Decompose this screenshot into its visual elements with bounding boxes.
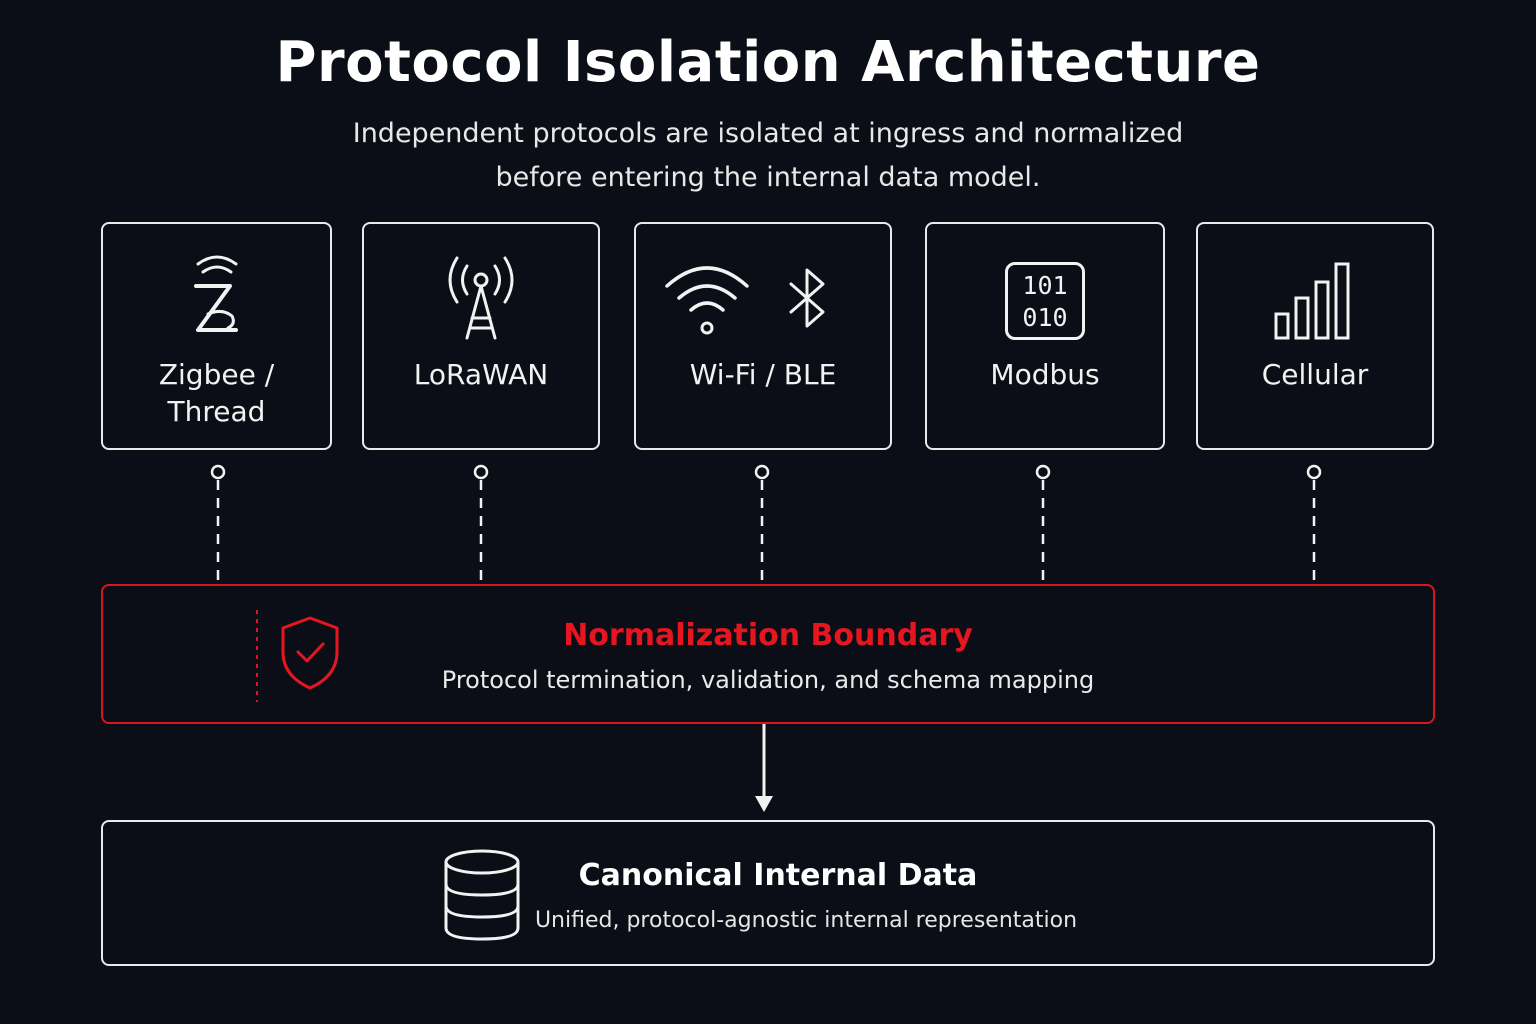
- page-subtitle: Independent protocols are isolated at in…: [0, 112, 1536, 200]
- protocol-card-wifi-ble: Wi-Fi / BLE: [634, 222, 892, 450]
- protocol-card-modbus: 101 010 Modbus: [925, 222, 1165, 450]
- protocol-label: Modbus: [990, 358, 1100, 391]
- page-title: Protocol Isolation Architecture: [275, 30, 1261, 95]
- antenna-tower-icon: [364, 250, 598, 346]
- database-icon: [444, 849, 520, 941]
- connector-node: [1035, 464, 1051, 480]
- canonical-subtitle: Unified, protocol-agnostic internal repr…: [534, 908, 1078, 933]
- zigbee-thread-icon: [103, 250, 330, 346]
- connector-node: [210, 464, 226, 480]
- signal-bars-icon: [1198, 250, 1432, 346]
- protocol-label: Wi-Fi / BLE: [689, 358, 837, 391]
- canonical-title: Canonical Internal Data: [578, 858, 978, 893]
- modbus-icon-line-2: 010: [1022, 303, 1068, 332]
- protocol-card-lorawan: LoRaWAN: [362, 222, 600, 450]
- boundary-subtitle: Protocol termination, validation, and sc…: [441, 666, 1095, 694]
- connector-node: [754, 464, 770, 480]
- connector-node: [1306, 464, 1322, 480]
- wifi-bluetooth-icon: [636, 250, 890, 346]
- subtitle-line-1: Independent protocols are isolated at in…: [352, 118, 1184, 149]
- protocol-label: Zigbee / Thread: [158, 358, 275, 428]
- normalization-boundary: Normalization Boundary Protocol terminat…: [101, 584, 1435, 724]
- subtitle-line-2: before entering the internal data model.: [495, 162, 1041, 193]
- protocol-card-zigbee-thread: Zigbee / Thread: [101, 222, 332, 450]
- protocol-connectors: [210, 464, 1322, 584]
- boundary-divider: [256, 610, 258, 702]
- boundary-title: Normalization Boundary: [563, 618, 973, 653]
- protocol-card-cellular: Cellular: [1196, 222, 1434, 450]
- protocol-label: Cellular: [1261, 358, 1369, 391]
- down-arrow: [755, 724, 773, 812]
- protocol-label: LoRaWAN: [413, 358, 549, 391]
- canonical-data-box: Canonical Internal Data Unified, protoco…: [101, 820, 1435, 966]
- connector-node: [473, 464, 489, 480]
- binary-register-icon: 101 010: [927, 250, 1163, 346]
- shield-check-icon: [281, 616, 339, 690]
- modbus-icon-line-1: 101: [1022, 271, 1068, 300]
